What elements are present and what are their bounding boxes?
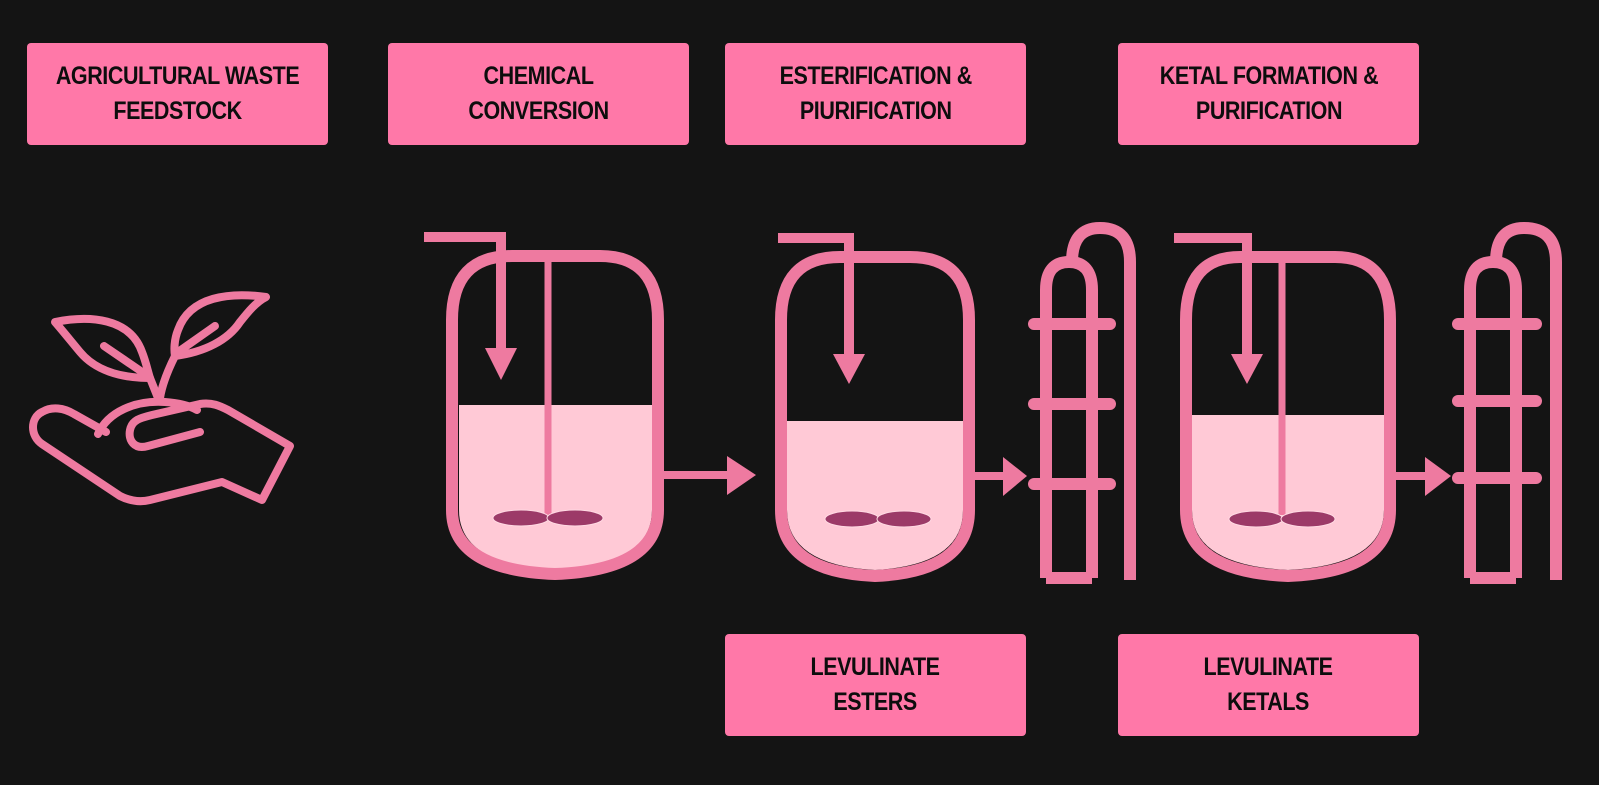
stage-label-feedstock: AGRICULTURAL WASTE FEEDSTOCK xyxy=(27,43,328,145)
impeller-blade xyxy=(546,509,604,527)
label-line: FEEDSTOCK xyxy=(113,97,242,125)
stirred-reactor-icon xyxy=(424,232,664,581)
impeller-blade xyxy=(876,510,932,528)
reactor-liquid xyxy=(1192,415,1384,570)
feed-arrow xyxy=(485,348,517,380)
stirred-reactor-icon xyxy=(1174,233,1396,583)
label-line: AGRICULTURAL WASTE xyxy=(55,62,300,90)
label-line: CONVERSION xyxy=(468,97,609,125)
stage-label-ketal-formation: KETAL FORMATION & PURIFICATION xyxy=(1118,43,1419,145)
label-line: ESTERIFICATION & xyxy=(779,62,972,90)
label-line: ESTERS xyxy=(833,688,918,716)
feed-arrow xyxy=(1231,354,1263,384)
reactor-vessel xyxy=(1180,251,1396,583)
distillation-column-icon xyxy=(1028,221,1136,584)
reactor-liquid xyxy=(787,421,963,570)
reactor-vessel xyxy=(446,250,664,581)
label-line: LEVULINATE xyxy=(1203,653,1334,681)
impeller-blade xyxy=(492,509,550,527)
distillation-column-icon xyxy=(1452,221,1562,584)
label-line: KETAL FORMATION & xyxy=(1159,62,1378,90)
label-line: PIURIFICATION xyxy=(799,97,952,125)
hand-with-sprout-icon xyxy=(29,291,294,506)
reactor-vessel xyxy=(775,251,975,583)
stage-label-esterification: ESTERIFICATION & PIURIFICATION xyxy=(725,43,1026,145)
feed-pipe xyxy=(778,233,854,357)
impeller-blade xyxy=(1280,510,1336,528)
reactor-liquid xyxy=(459,405,652,570)
label-line: PURIFICATION xyxy=(1195,97,1342,125)
product-label-levulinate-esters: LEVULINATE ESTERS xyxy=(725,634,1026,736)
stirred-reactor-icon xyxy=(775,233,975,583)
label-line: KETALS xyxy=(1227,688,1310,716)
flow-arrow xyxy=(973,457,1027,496)
impeller-blade xyxy=(1228,510,1284,528)
flow-arrow xyxy=(1394,457,1451,496)
feed-arrow xyxy=(833,354,865,384)
label-line: LEVULINATE xyxy=(810,653,941,681)
label-line: CHEMICAL xyxy=(483,62,594,90)
feed-pipe xyxy=(424,232,506,350)
flow-arrow xyxy=(662,456,756,495)
impeller-blade xyxy=(824,510,880,528)
stage-label-chemical-conversion: CHEMICAL CONVERSION xyxy=(388,43,689,145)
feed-pipe xyxy=(1174,233,1252,357)
product-label-levulinate-ketals: LEVULINATE KETALS xyxy=(1118,634,1419,736)
